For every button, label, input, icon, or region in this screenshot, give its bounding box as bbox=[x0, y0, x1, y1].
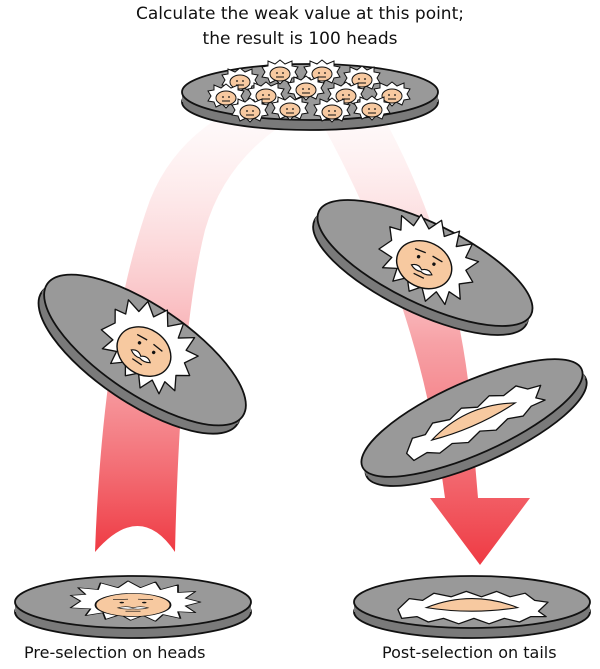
caption-line-2: the result is 100 heads bbox=[202, 29, 398, 49]
post-selection-label: Post-selection on tails bbox=[382, 643, 557, 662]
caption-line-1: Calculate the weak value at this point; bbox=[136, 4, 464, 24]
right-upper-flipping-coin bbox=[312, 199, 534, 336]
pre-selection-label: Pre-selection on heads bbox=[24, 643, 206, 662]
pre-selection-coin bbox=[14, 575, 252, 639]
left-flipping-coin bbox=[37, 273, 247, 435]
pre-selection-arrow bbox=[95, 120, 290, 552]
right-lower-flipping-coin bbox=[360, 358, 588, 487]
post-selection-arrow bbox=[320, 120, 530, 565]
top-coin-stack bbox=[181, 59, 439, 131]
post-selection-coin bbox=[353, 575, 591, 639]
